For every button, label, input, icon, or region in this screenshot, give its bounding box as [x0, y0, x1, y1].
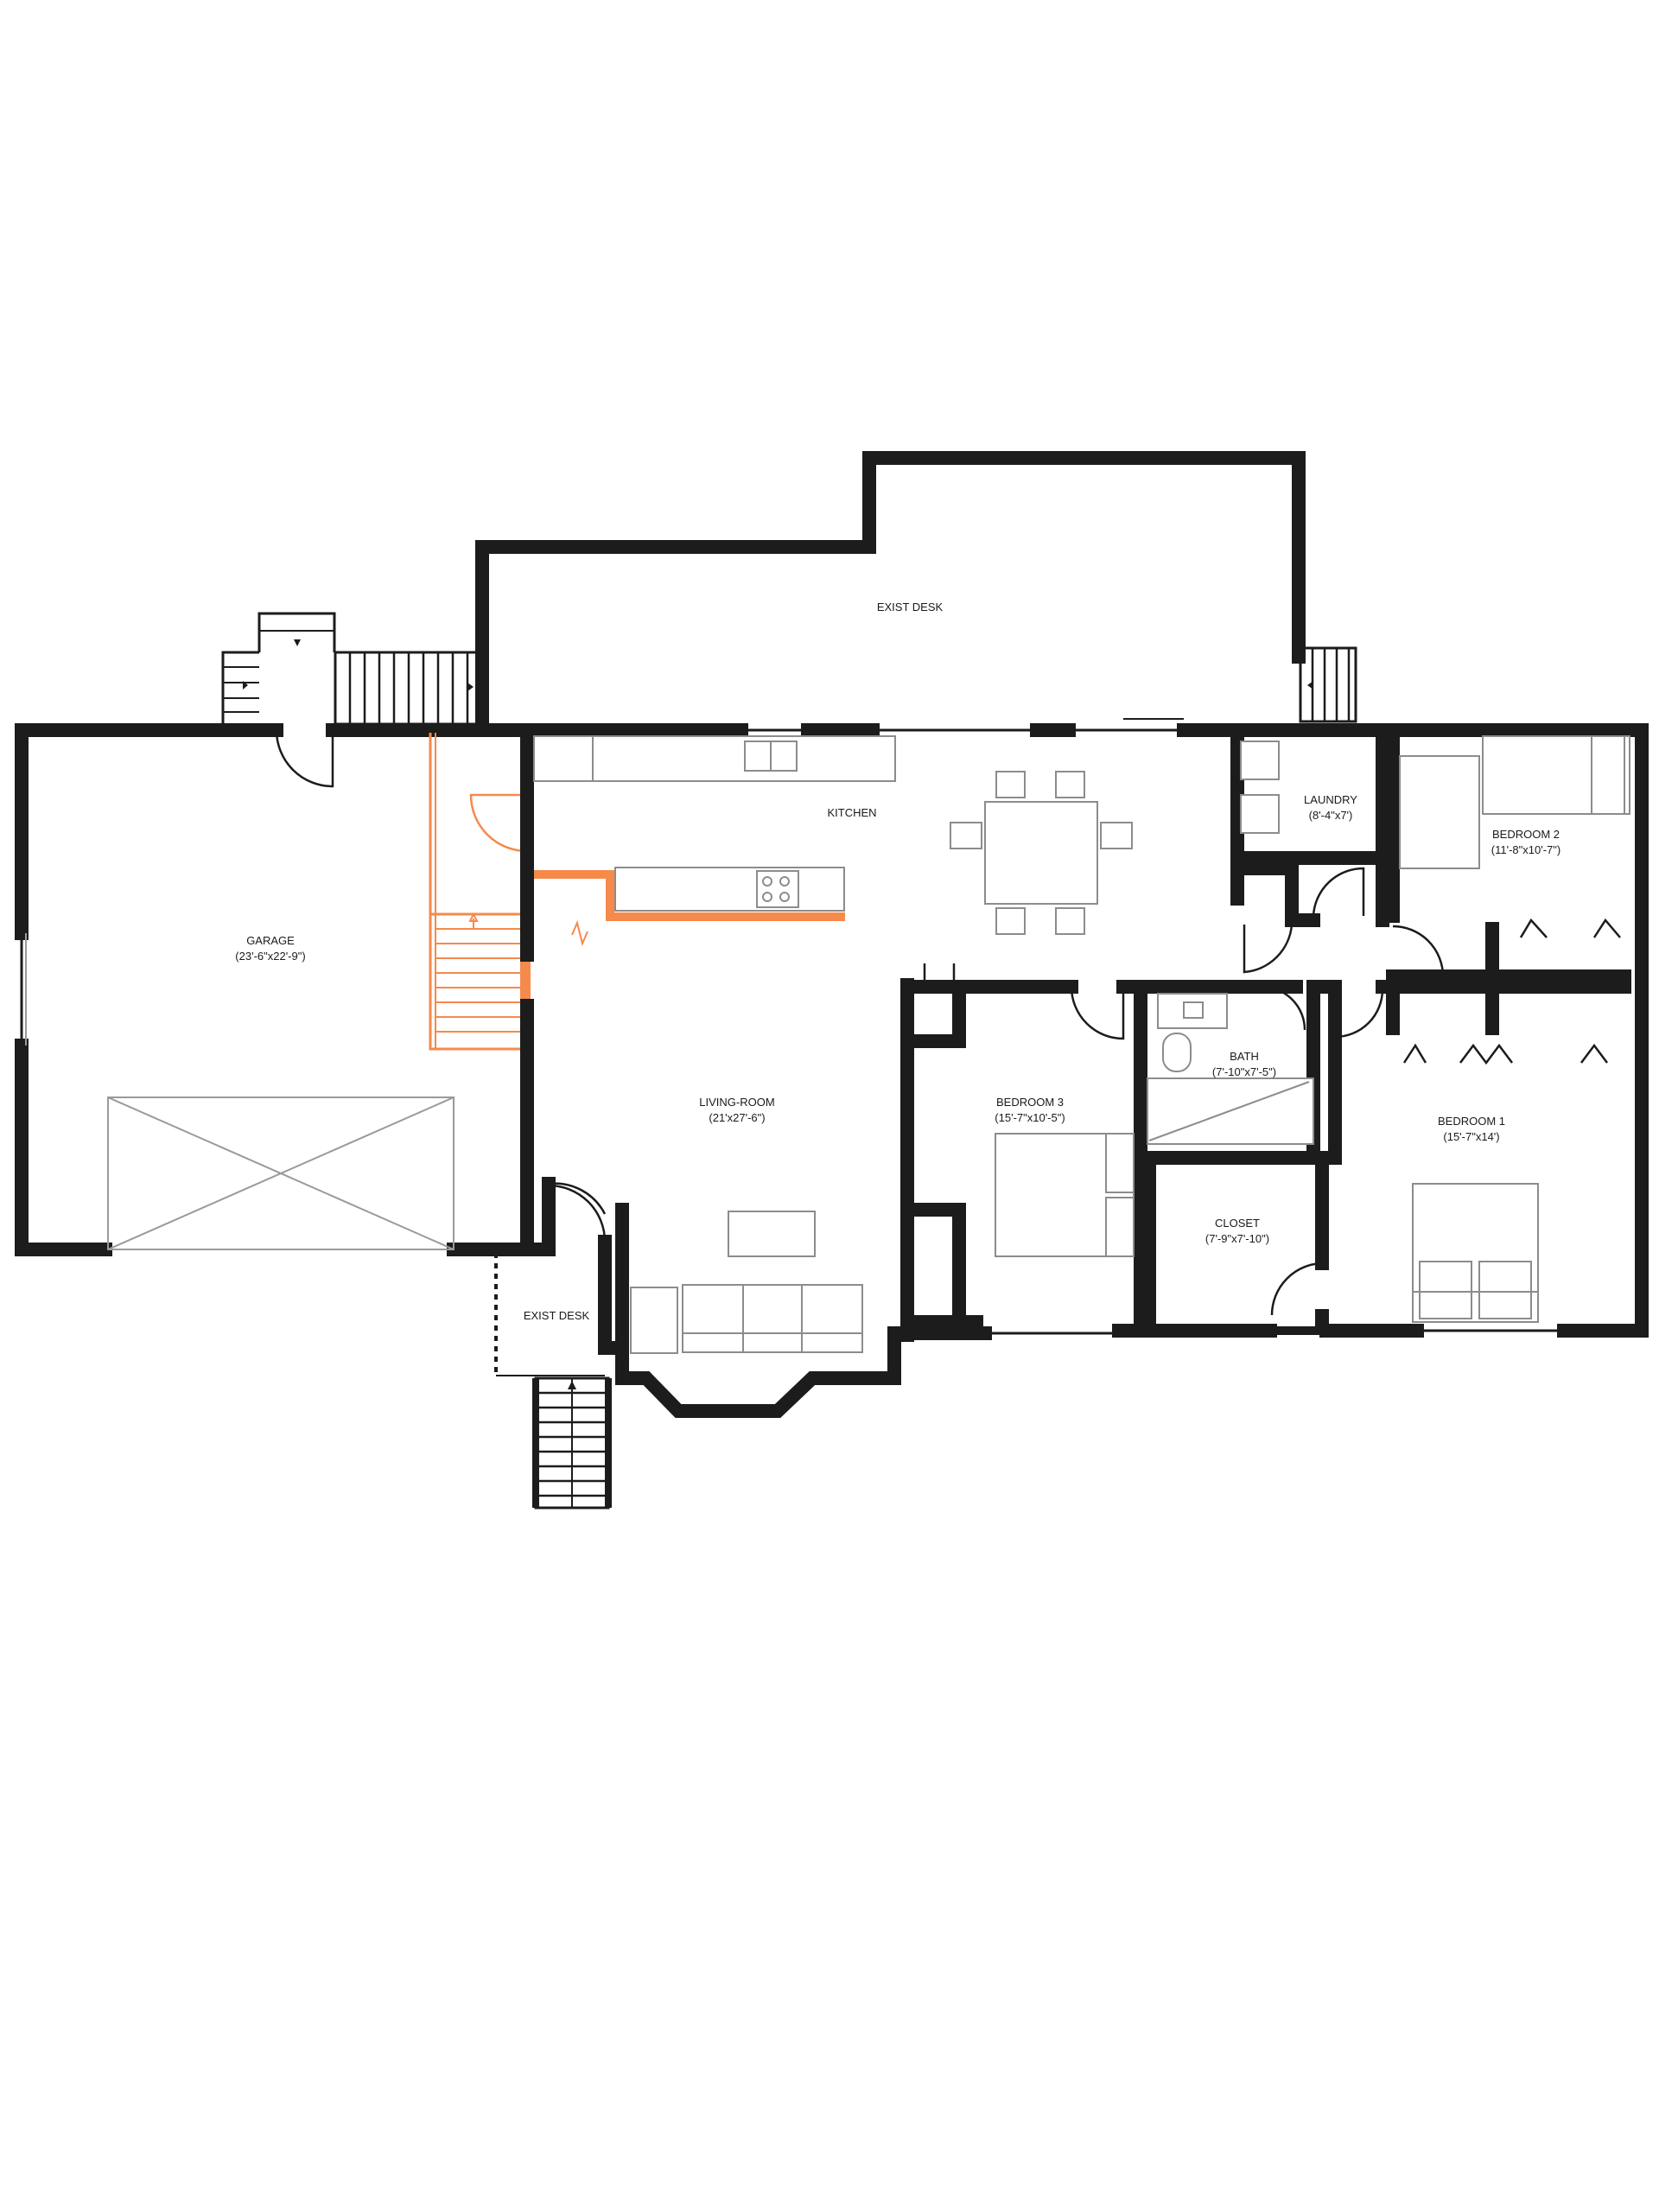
room-label-laundry: LAUNDRY	[1304, 793, 1357, 806]
bedroom-1: BEDROOM 1 (15'-7"x14')	[1315, 980, 1631, 1323]
closet: CLOSET (7'-9"x7'-10")	[1142, 1151, 1329, 1338]
room-label-kitchen: KITCHEN	[827, 806, 876, 819]
bedroom-2: BEDROOM 2 (11'-8"x10'-7")	[1386, 723, 1631, 983]
room-label-bedroom1: BEDROOM 1	[1438, 1115, 1505, 1128]
room-label-garage: GARAGE	[246, 934, 295, 947]
kitchen: KITCHEN	[520, 735, 1133, 1199]
garage: GARAGE (23'-6"x22'-9")	[107, 729, 534, 1256]
room-dims-bedroom1: (15'-7"x14')	[1443, 1130, 1499, 1143]
stairs-top-left	[221, 612, 336, 724]
room-dims-bedroom2: (11'-8"x10'-7")	[1491, 843, 1560, 856]
bath: BATH (7'-10"x7'-5")	[1134, 980, 1320, 1165]
deck-bottom: EXIST DESK	[494, 1184, 620, 1510]
living-room: LIVING-ROOM (21'x27'-6")	[542, 963, 956, 1355]
room-dims-laundry: (8'-4"x7')	[1309, 809, 1353, 822]
room-dims-bedroom3: (15'-7"x10'-5")	[995, 1111, 1065, 1124]
room-label-living: LIVING-ROOM	[699, 1096, 774, 1109]
deck-top	[475, 451, 1306, 724]
room-label-bedroom2: BEDROOM 2	[1492, 828, 1560, 841]
room-label-bath: BATH	[1230, 1050, 1259, 1063]
room-label-exist-desk-bottom: EXIST DESK	[524, 1309, 590, 1322]
room-label-bedroom3: BEDROOM 3	[996, 1096, 1064, 1109]
laundry: LAUNDRY (8'-4"x7')	[1230, 723, 1445, 978]
room-label-closet: CLOSET	[1215, 1217, 1260, 1230]
room-dims-bath: (7'-10"x7'-5")	[1212, 1065, 1276, 1078]
stairs-top-center	[334, 651, 484, 726]
room-dims-garage: (23'-6"x22'-9")	[235, 950, 305, 963]
stairs-top-right	[1299, 646, 1357, 723]
room-label-exist-desk-top: EXIST DESK	[877, 601, 944, 613]
bedroom-3: BEDROOM 3 (15'-7"x10'-5")	[900, 978, 1147, 1338]
room-dims-closet: (7'-9"x7'-10")	[1205, 1232, 1269, 1245]
room-dims-living: (21'x27'-6")	[709, 1111, 765, 1124]
interior-stairs	[429, 733, 531, 1051]
